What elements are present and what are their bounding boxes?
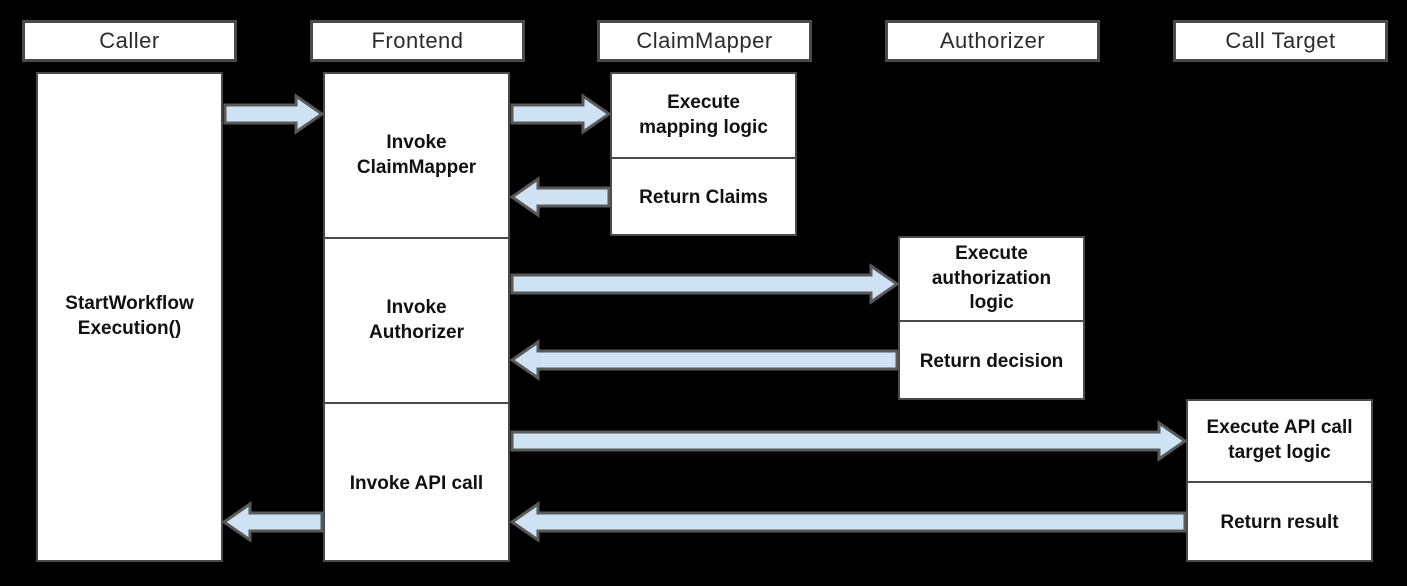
arrow-frontend-to-caller xyxy=(221,501,324,543)
authorizer-activation: Execute authorization logic Return decis… xyxy=(898,236,1085,400)
lane-header-authorizer: Authorizer xyxy=(885,20,1100,62)
arrow-claimmapper-to-frontend xyxy=(509,176,611,218)
calltarget-step-return-result: Return result xyxy=(1188,481,1371,564)
calltarget-step-label: Return result xyxy=(1220,512,1339,534)
arrow-frontend-to-claimmapper xyxy=(510,93,612,135)
claimmapper-step-execute-mapping: Execute mapping logic xyxy=(612,74,795,157)
claimmapper-step-label: Execute mapping logic xyxy=(639,91,768,138)
authorizer-step-execute-authorization: Execute authorization logic xyxy=(900,238,1083,320)
frontend-step-invoke-claimmapper: Invoke ClaimMapper xyxy=(325,74,508,237)
authorizer-step-return-decision: Return decision xyxy=(900,320,1083,402)
frontend-step-label: Invoke API call xyxy=(349,472,484,494)
calltarget-step-execute-api-call: Execute API call target logic xyxy=(1188,401,1371,481)
arrow-authorizer-to-frontend xyxy=(509,339,899,381)
frontend-step-invoke-api-call: Invoke API call xyxy=(325,402,508,564)
lane-header-frontend: Frontend xyxy=(310,20,525,62)
lane-header-calltarget: Call Target xyxy=(1173,20,1388,62)
caller-step-startworkflow: StartWorkflow Execution() xyxy=(38,74,221,560)
lane-header-claimmapper: ClaimMapper xyxy=(597,20,812,62)
arrow-calltarget-to-frontend xyxy=(509,501,1187,543)
frontend-activation: Invoke ClaimMapper Invoke Authorizer Inv… xyxy=(323,72,510,562)
frontend-step-label: Invoke Authorizer xyxy=(369,296,464,343)
arrow-frontend-to-calltarget xyxy=(510,420,1188,462)
claimmapper-step-return-claims: Return Claims xyxy=(612,157,795,238)
authorizer-step-label: Execute authorization logic xyxy=(931,242,1052,314)
arrow-frontend-to-authorizer xyxy=(510,263,900,305)
caller-step-label: StartWorkflow Execution() xyxy=(65,293,194,339)
arrow-caller-to-frontend xyxy=(223,93,325,135)
authorizer-step-label: Return decision xyxy=(919,350,1064,372)
caller-activation: StartWorkflow Execution() xyxy=(36,72,223,562)
calltarget-activation: Execute API call target logic Return res… xyxy=(1186,399,1373,562)
claimmapper-step-label: Return Claims xyxy=(639,187,768,209)
frontend-step-invoke-authorizer: Invoke Authorizer xyxy=(325,237,508,402)
frontend-step-label: Invoke ClaimMapper xyxy=(356,131,477,178)
calltarget-step-label: Execute API call target logic xyxy=(1206,417,1353,463)
lane-header-caller: Caller xyxy=(22,20,237,62)
claimmapper-activation: Execute mapping logic Return Claims xyxy=(610,72,797,236)
